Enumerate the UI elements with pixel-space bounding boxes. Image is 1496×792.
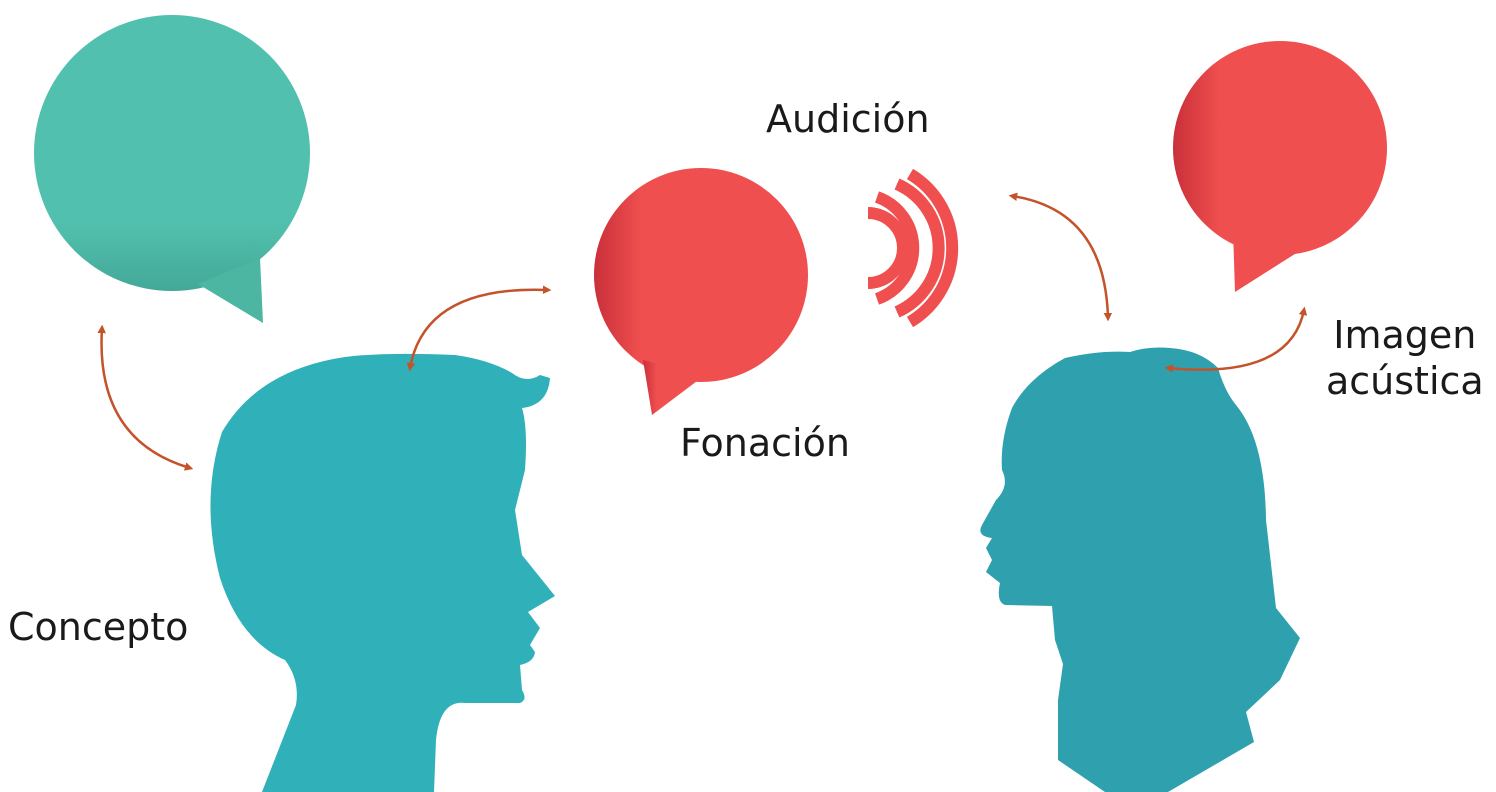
- speaker-head-silhouette: [210, 353, 555, 792]
- label-fonacion: Fonación: [680, 421, 850, 465]
- label-imagen-line1: Imagen: [1333, 313, 1477, 357]
- arrow-speaker-phonation: [406, 285, 552, 372]
- label-audicion: Audición: [766, 97, 930, 141]
- concept-speech-bubble-icon: [34, 15, 310, 323]
- sound-waves-icon: [867, 168, 959, 328]
- label-imagen-line2: acústica: [1326, 359, 1484, 403]
- label-concepto: Concepto: [8, 605, 189, 649]
- arrow-concept-speaker: [97, 324, 194, 471]
- phonation-speech-bubble-icon: [594, 168, 808, 415]
- listener-head-silhouette: [980, 347, 1300, 792]
- arrow-audicion-listener: [1008, 192, 1113, 322]
- label-imagen-acustica: Imagen acústica: [1326, 312, 1484, 404]
- arrow-listener-acoustic-image: [1164, 306, 1308, 373]
- double-headed-arrow-icon: [97, 192, 1308, 471]
- acoustic-image-speech-bubble-icon: [1173, 41, 1387, 292]
